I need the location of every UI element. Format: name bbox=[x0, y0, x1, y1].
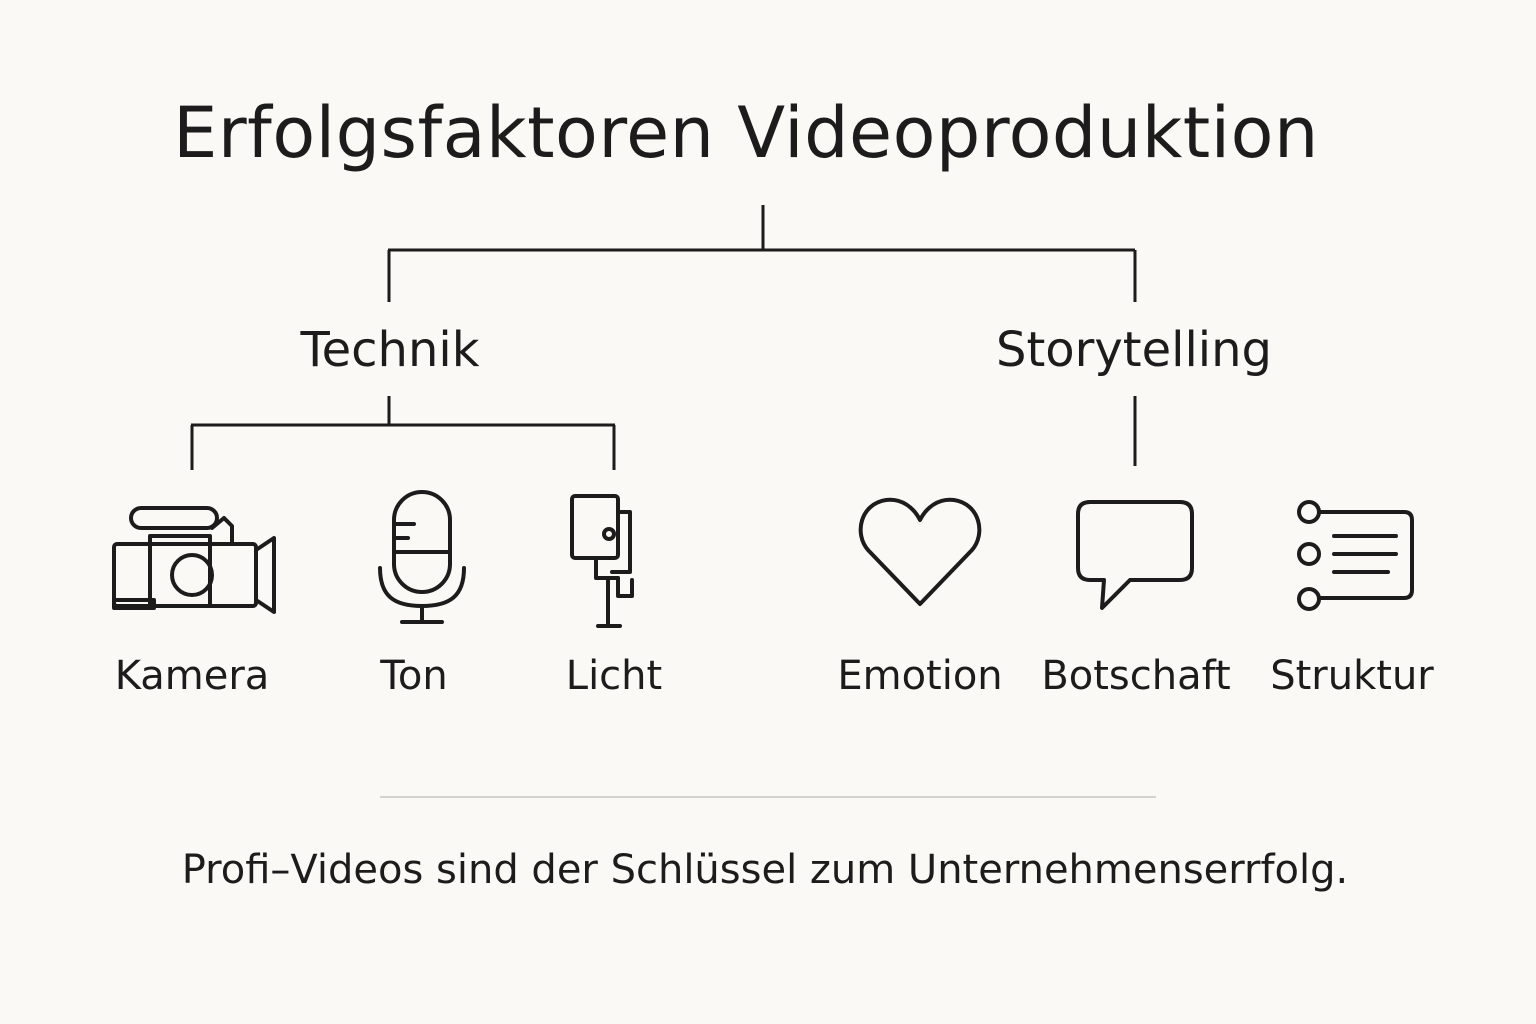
list-icon bbox=[1297, 500, 1414, 611]
node-kamera: Kamera bbox=[82, 488, 302, 704]
node-label: Licht bbox=[565, 653, 663, 699]
speech-bubble-icon bbox=[1076, 500, 1194, 610]
category-storytelling: Storytelling bbox=[995, 322, 1273, 378]
node-label: Botschaft bbox=[1041, 653, 1231, 699]
node-licht: Licht bbox=[504, 488, 724, 704]
node-label: Emotion bbox=[837, 653, 1003, 699]
microphone-icon bbox=[378, 490, 466, 624]
node-label: Kamera bbox=[114, 653, 270, 699]
node-struktur: Struktur bbox=[1242, 488, 1462, 704]
divider bbox=[380, 796, 1156, 798]
category-technik: Technik bbox=[300, 322, 480, 378]
diagram-title: Erfolgsfaktoren Videoproduktion bbox=[173, 92, 1319, 174]
heart-icon bbox=[858, 497, 982, 606]
light-stand-icon bbox=[570, 494, 634, 628]
node-ton: Ton bbox=[304, 488, 524, 704]
node-botschaft: Botschaft bbox=[1026, 488, 1246, 704]
video-camera-icon bbox=[112, 506, 276, 614]
node-label: Ton bbox=[380, 653, 448, 699]
node-label: Struktur bbox=[1270, 653, 1434, 699]
tagline: Profi–Videos sind der Schlüssel zum Unte… bbox=[181, 847, 1349, 893]
node-emotion: Emotion bbox=[810, 488, 1030, 704]
